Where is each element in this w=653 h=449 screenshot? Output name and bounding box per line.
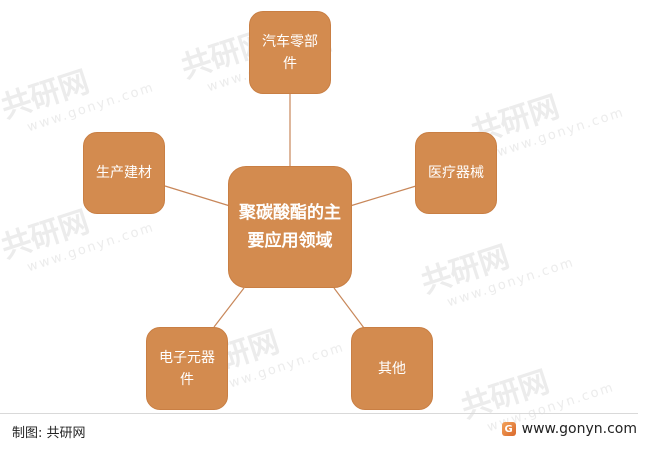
connector-bottom-right [333,287,365,329]
node-top-label: 汽车零部件 [262,33,318,72]
node-left: 生产建材 [83,132,165,214]
connector-right [349,185,417,207]
node-bottom-right-label: 其他 [378,360,406,377]
node-top: 汽车零部件 [249,11,331,94]
website-label: www.gonyn.com [521,421,637,437]
node-right: 医疗器械 [415,132,497,214]
node-bottom-left-label: 电子元器件 [159,349,215,388]
center-node-label: 聚碳酸酯的主要应用领域 [239,203,341,251]
node-right-label: 医疗器械 [428,165,484,181]
gonyn-logo-icon: G [501,422,516,436]
connector-bottom-left [213,287,245,328]
center-node: 聚碳酸酯的主要应用领域 [228,166,352,288]
connector-left [164,185,231,207]
node-bottom-right: 其他 [351,327,433,410]
footer-divider [0,413,638,414]
node-bottom-left: 电子元器件 [146,327,228,410]
node-left-label: 生产建材 [96,165,152,181]
website-link[interactable]: G www.gonyn.com [501,421,637,437]
source-caption: 制图: 共研网 [12,426,86,441]
